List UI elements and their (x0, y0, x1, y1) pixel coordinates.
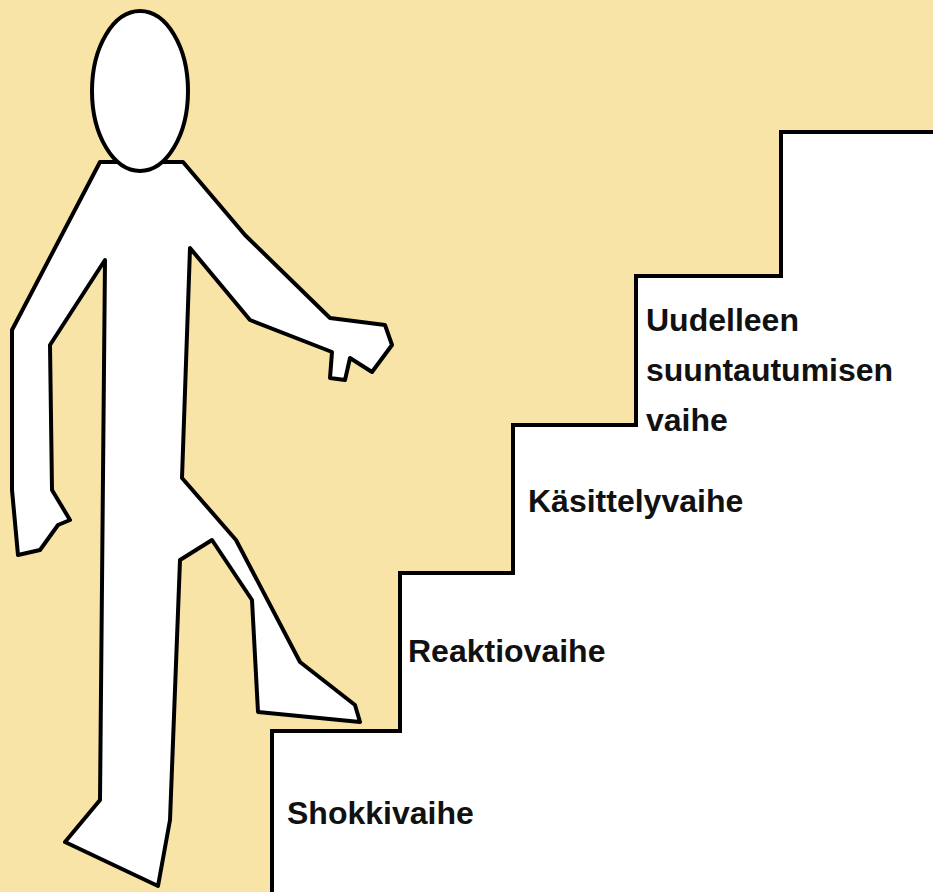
person-head (92, 11, 188, 171)
staircase (272, 132, 933, 892)
step-label: Käsittelyvaihe (528, 476, 743, 526)
step-label: Reaktiovaihe (408, 626, 605, 676)
person-body (12, 162, 392, 886)
step-label: Shokkivaihe (287, 788, 474, 838)
step-label: Uudelleen suuntautumisen vaihe (646, 295, 933, 445)
